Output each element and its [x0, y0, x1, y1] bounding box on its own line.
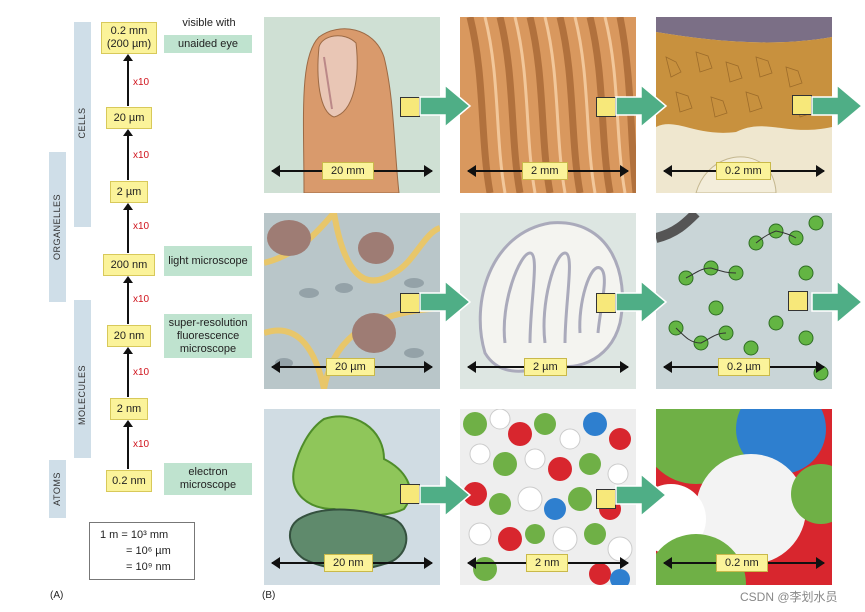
scale-arrow-2 [123, 129, 133, 180]
band-molecules [74, 300, 91, 458]
band-atoms [49, 460, 66, 518]
scale-step-3: 200 nm [103, 254, 155, 276]
panel-skin-ridges: 2 mm [460, 17, 636, 193]
conversion-line2: = 10⁶ µm [126, 545, 171, 557]
scale-step-1-label: 20 µm [113, 111, 145, 124]
panel-9-scale: 0.2 nm [716, 554, 768, 572]
multiplier-5: x10 [133, 367, 150, 378]
scale-step-4-label: 20 nm [113, 329, 145, 342]
band-cells [74, 22, 91, 227]
panel-7-scale: 20 nm [324, 554, 373, 572]
panel-protein: 20 nm [264, 409, 440, 585]
scale-arrow-4 [123, 276, 133, 324]
panel-8-scale: 2 nm [526, 554, 569, 572]
unit-conversion-box: 1 m = 10³ mm = 10⁶ µm = 10⁹ nm [89, 522, 195, 580]
panel-cells-organelles: 20 µm [264, 213, 440, 389]
multiplier-6: x10 [133, 439, 150, 450]
panel-skin-cells: 0.2 mm [656, 17, 832, 193]
atoms-closeup-illustration [656, 409, 832, 585]
caption-a: (A) [50, 590, 64, 601]
scale-step-2: 2 µm [110, 181, 148, 203]
panel-thumb: 20 mm [264, 17, 440, 193]
zoom-square-2 [596, 97, 616, 117]
panel-6-scale: 0.2 µm [718, 358, 770, 376]
scale-step-6-label: 0.2 nm [112, 474, 146, 487]
scale-step-5: 2 nm [110, 398, 148, 420]
method-superres-microscope: super-resolution fluorescence microscope [164, 314, 252, 358]
caption-b: (B) [262, 590, 276, 601]
conversion-line1: 1 m = 10³ mm [100, 529, 169, 541]
zoom-square-8 [596, 489, 616, 509]
panel-1-scale: 20 mm [322, 162, 374, 180]
scale-step-0: 0.2 mm (200 µm) [101, 22, 157, 54]
multiplier-1: x10 [133, 77, 150, 88]
zoom-square-6 [788, 291, 808, 311]
scale-arrow-6 [123, 420, 133, 469]
scale-step-0-line2: (200 µm) [106, 38, 152, 50]
visible-with-header: visible with [182, 17, 236, 29]
band-atoms-label: ATOMS [52, 472, 62, 506]
panel-5-scale: 2 µm [524, 358, 567, 376]
method-unaided-eye: unaided eye [164, 35, 252, 53]
zoom-square-5 [596, 293, 616, 313]
panel-atoms-closeup: 0.2 nm [656, 409, 832, 585]
scale-step-2-label: 2 µm [116, 185, 142, 198]
scale-step-4: 20 nm [107, 325, 151, 347]
zoom-square-1 [400, 97, 420, 117]
scale-arrow-5 [123, 347, 133, 397]
conversion-line3: = 10⁹ nm [126, 561, 171, 573]
panel-atoms-model: 2 nm [460, 409, 636, 585]
panel-ribosomes: 0.2 µm [656, 213, 832, 389]
watermark: CSDN @李划水员 [740, 590, 838, 604]
panel-4-scale: 20 µm [326, 358, 375, 376]
scale-arrow-1 [123, 54, 133, 106]
scale-step-6: 0.2 nm [106, 470, 152, 492]
multiplier-2: x10 [133, 150, 150, 161]
multiplier-3: x10 [133, 221, 150, 232]
zoom-square-3 [792, 95, 812, 115]
method-electron-microscope: electron microscope [164, 463, 252, 495]
panel-3-scale: 0.2 mm [716, 162, 771, 180]
band-molecules-label: MOLECULES [77, 364, 87, 426]
band-cells-label: CELLS [77, 107, 87, 139]
method-light-microscope: light microscope [164, 246, 252, 276]
scale-step-0-line1: 0.2 mm [110, 25, 148, 37]
band-organelles-label: ORGANELLES [52, 193, 62, 261]
panel-2-scale: 2 mm [522, 162, 568, 180]
scale-arrow-3 [123, 203, 133, 253]
zoom-square-4 [400, 293, 420, 313]
scale-step-5-label: 2 nm [116, 402, 142, 415]
zoom-square-7 [400, 484, 420, 504]
band-organelles [49, 152, 66, 302]
scale-step-1: 20 µm [106, 107, 152, 129]
multiplier-4: x10 [133, 294, 150, 305]
panel-mitochondrion: 2 µm [460, 213, 636, 389]
scale-step-3-label: 200 nm [110, 258, 148, 271]
